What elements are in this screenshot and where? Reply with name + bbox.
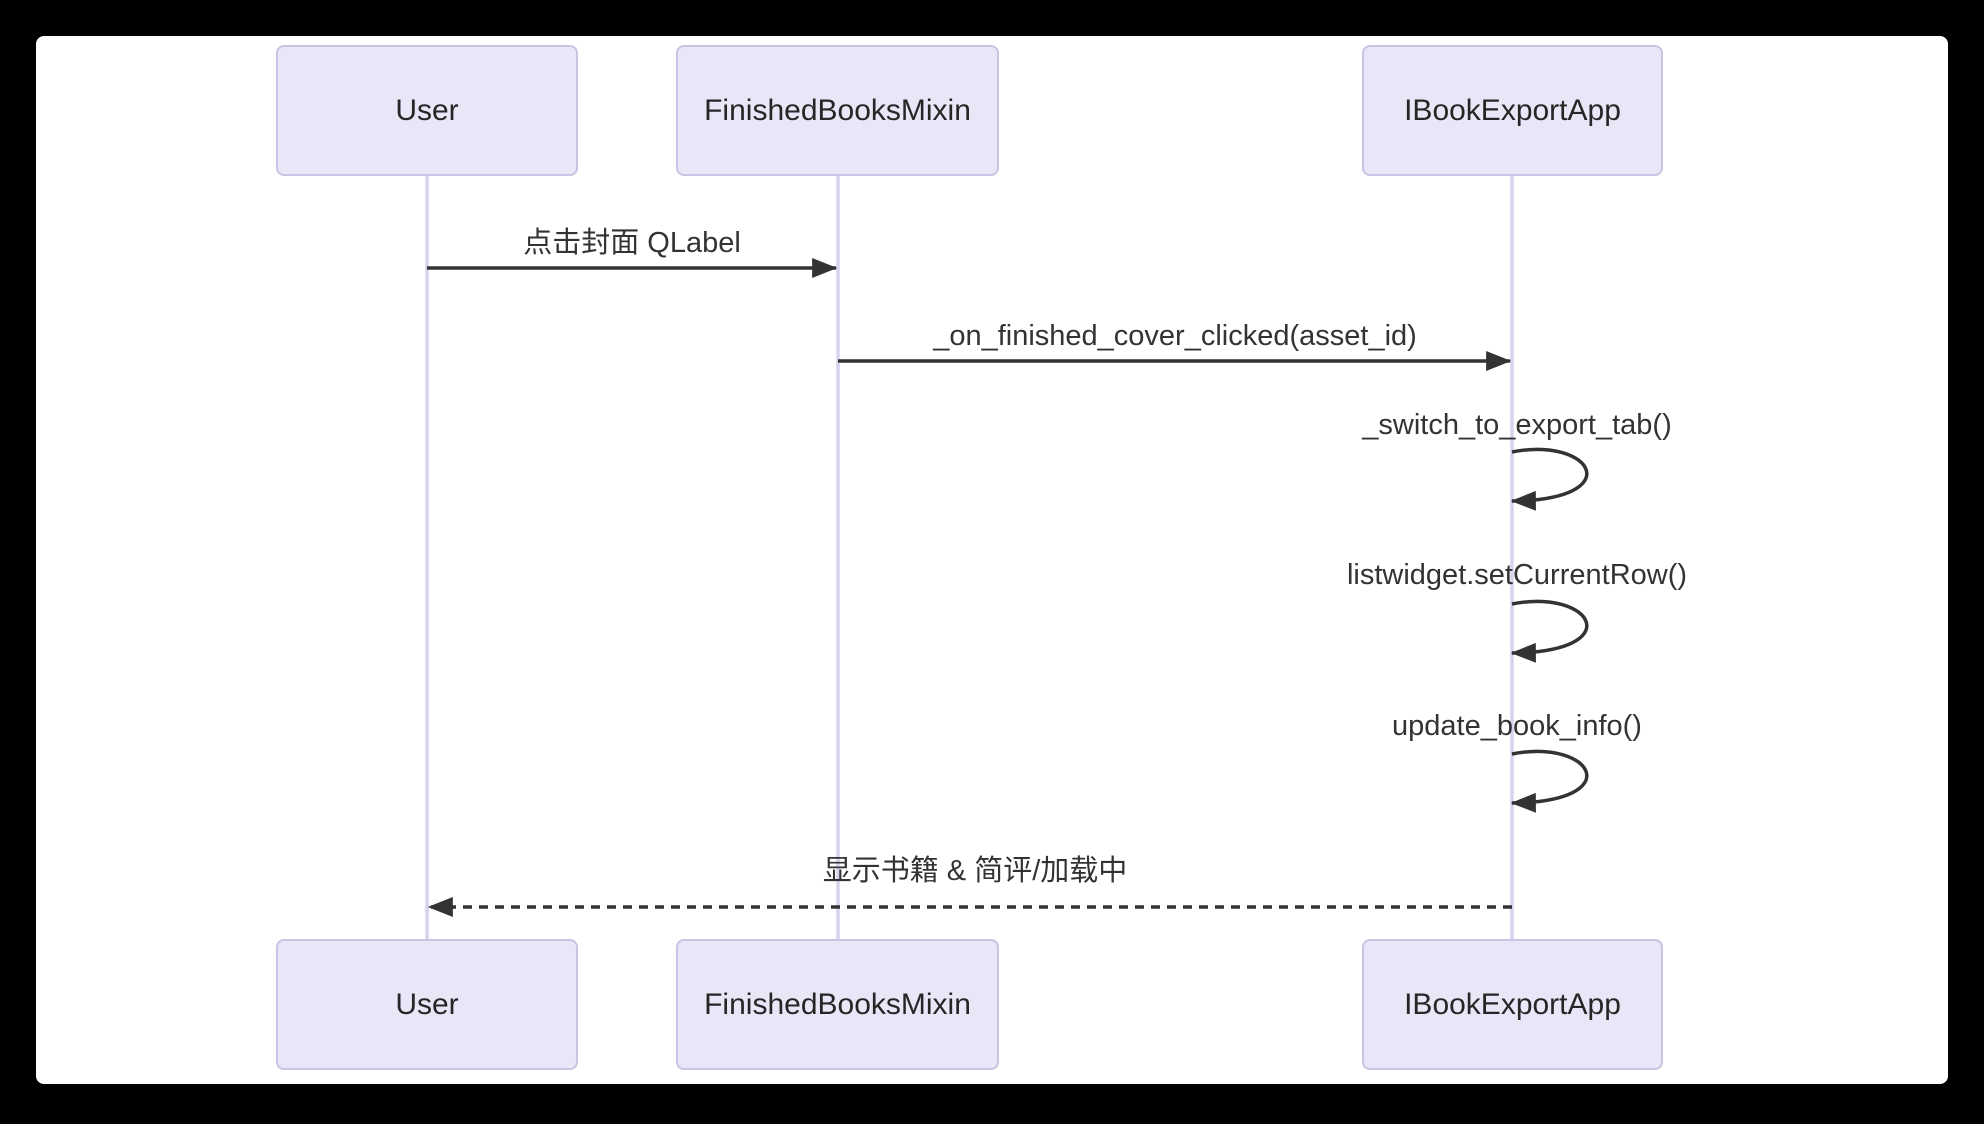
participant-bottom-finishedbooksmixin: FinishedBooksMixin xyxy=(676,939,999,1070)
self-message-label-update-book-info: update_book_info() xyxy=(1392,710,1642,742)
participant-top-finishedbooksmixin: FinishedBooksMixin xyxy=(676,45,999,176)
return-message-label-show-book: 显示书籍 & 简评/加载中 xyxy=(822,855,1128,887)
participant-label: FinishedBooksMixin xyxy=(704,93,971,127)
participant-bottom-user: User xyxy=(276,939,578,1070)
participant-label: User xyxy=(395,987,459,1021)
participant-label: User xyxy=(395,93,459,127)
participant-bottom-ibookexportapp: IBookExportApp xyxy=(1362,939,1663,1070)
participant-label: IBookExportApp xyxy=(1404,93,1621,127)
self-message-label-set-current-row: listwidget.setCurrentRow() xyxy=(1346,559,1688,591)
participant-top-ibookexportapp: IBookExportApp xyxy=(1362,45,1663,176)
participant-top-user: User xyxy=(276,45,578,176)
participant-label: FinishedBooksMixin xyxy=(704,987,971,1021)
message-label-on-finished-cover-clicked: _on_finished_cover_clicked(asset_id) xyxy=(933,320,1417,352)
message-label-click-cover: 点击封面 QLabel xyxy=(523,227,741,259)
diagram-panel xyxy=(36,36,1948,1084)
participant-label: IBookExportApp xyxy=(1404,987,1621,1021)
self-message-label-switch-tab: _switch_to_export_tab() xyxy=(1362,409,1672,441)
